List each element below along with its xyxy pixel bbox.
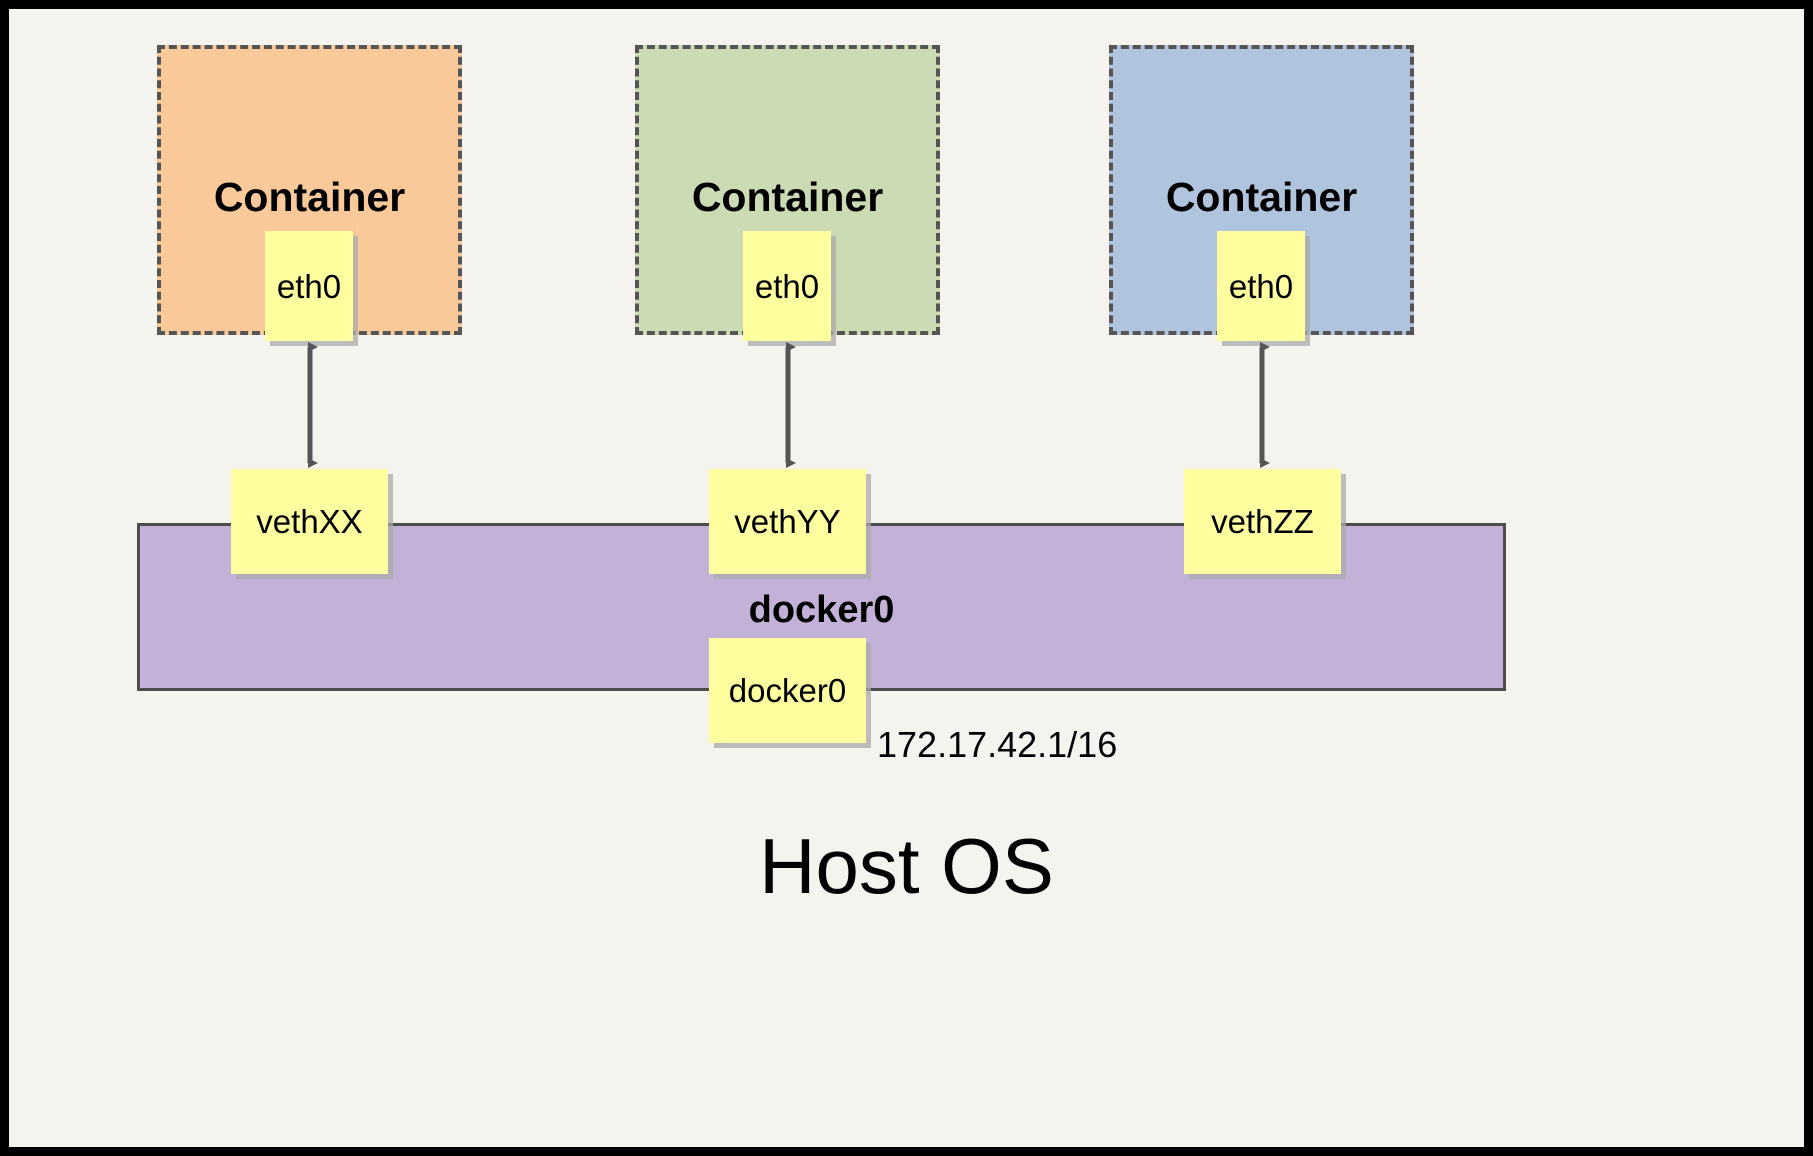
diagram-stage: Container eth0 Container eth0 Container … bbox=[9, 9, 1804, 1147]
interface-box-vethyy: vethYY bbox=[709, 469, 866, 574]
container-title-2: Container bbox=[691, 174, 884, 220]
interface-box-eth0-1: eth0 bbox=[265, 231, 353, 341]
interface-box-eth0-3: eth0 bbox=[1217, 231, 1305, 341]
docker0-ip-label: 172.17.42.1/16 bbox=[877, 724, 1118, 765]
connector-arrow-1 bbox=[307, 342, 318, 468]
container-title-3: Container bbox=[1165, 174, 1358, 220]
connector-arrow-2 bbox=[785, 342, 796, 468]
host-os-title: Host OS bbox=[759, 822, 1054, 910]
docker0-bridge-label: docker0 bbox=[748, 589, 895, 631]
interface-box-docker0: docker0 bbox=[709, 638, 866, 743]
interface-box-vethxx: vethXX bbox=[231, 469, 388, 574]
interface-box-eth0-2: eth0 bbox=[743, 231, 831, 341]
container-title-1: Container bbox=[213, 174, 406, 220]
interface-box-vethzz: vethZZ bbox=[1184, 469, 1341, 574]
connector-arrow-3 bbox=[1259, 342, 1270, 468]
